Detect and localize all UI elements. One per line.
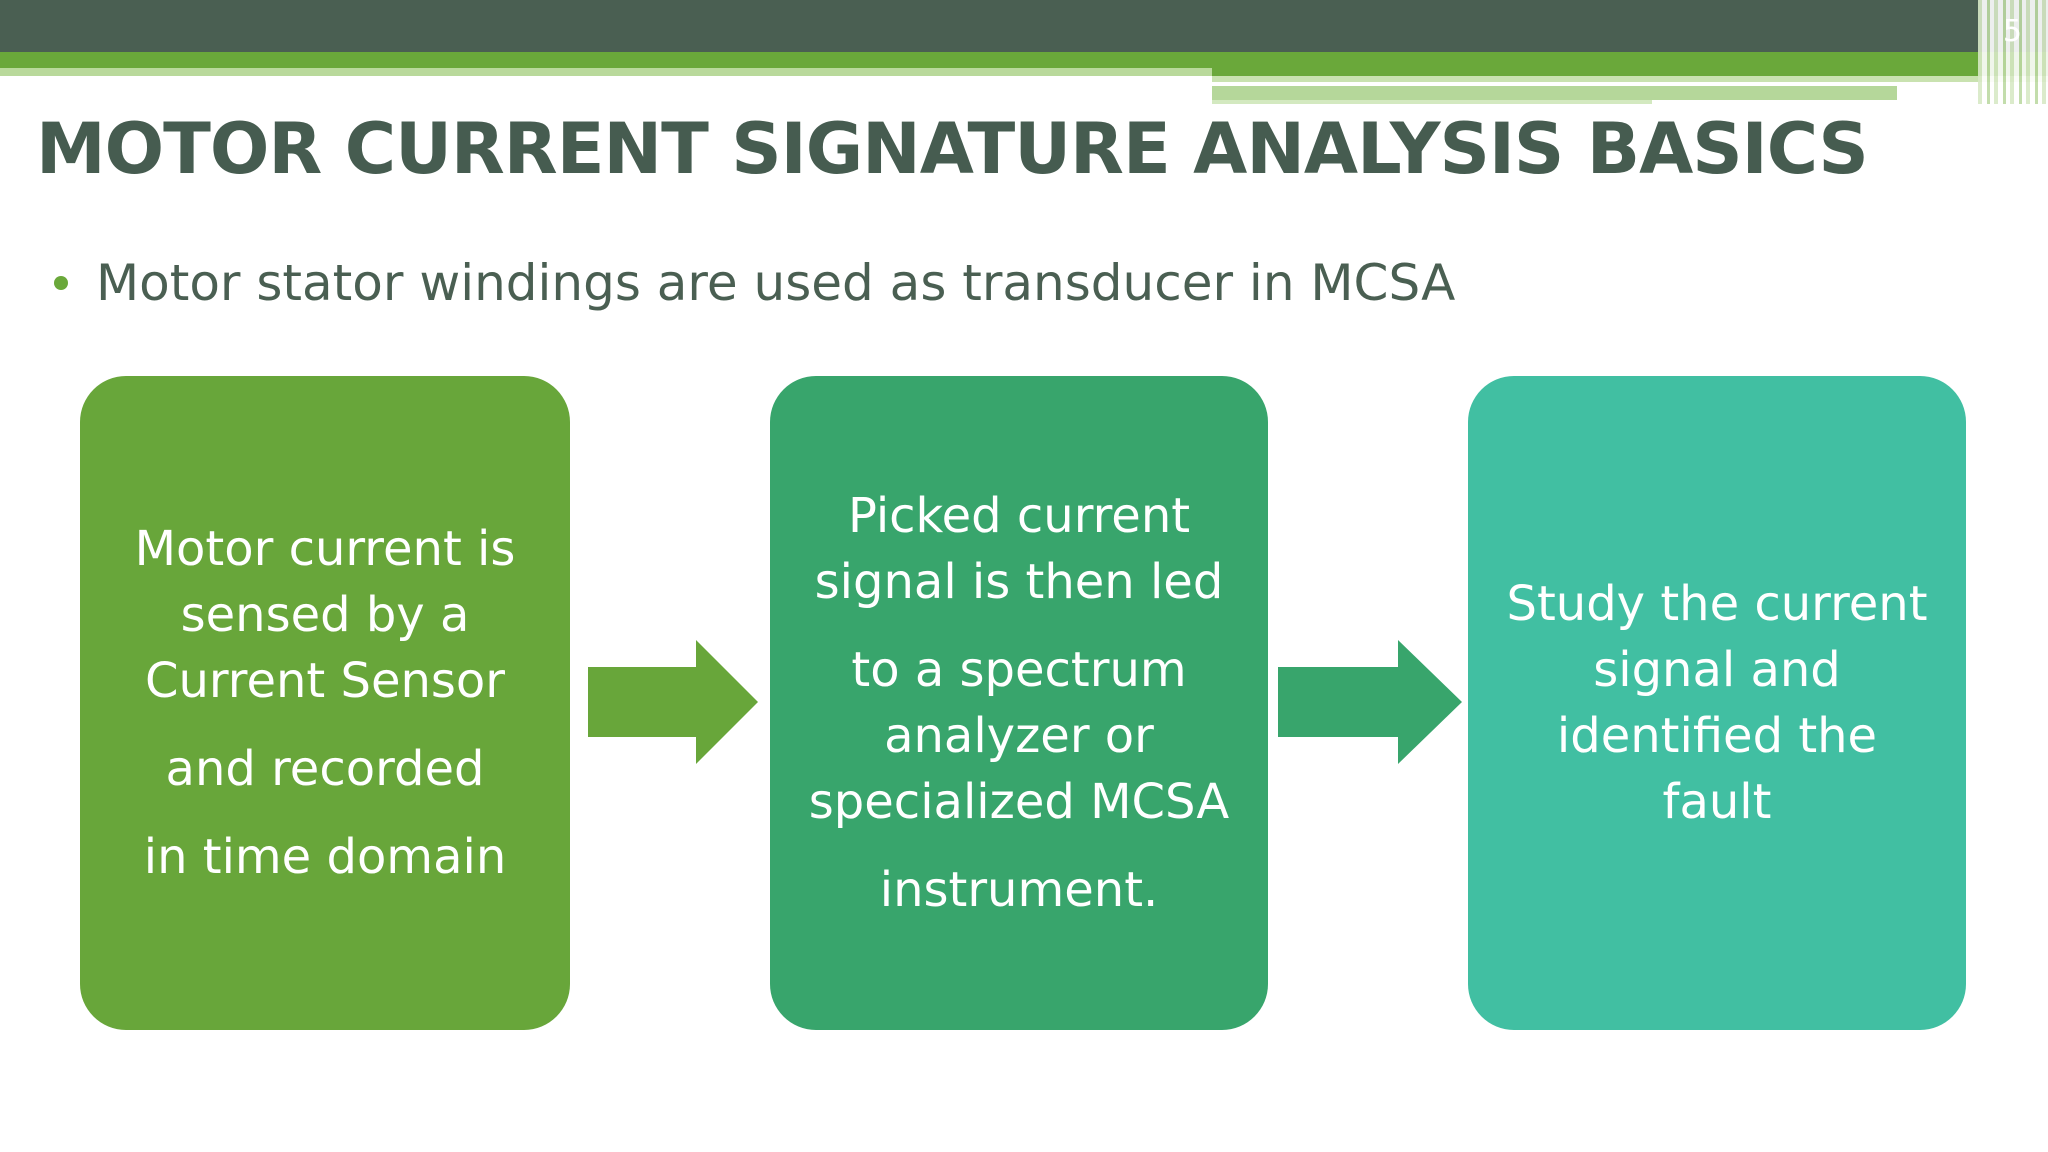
header-accent-line xyxy=(1212,76,2048,82)
step-3-line: identified the xyxy=(1556,708,1878,764)
step-2-line: analyzer or xyxy=(884,708,1154,764)
step-box-3: Study the current signal and identified … xyxy=(1468,376,1966,1030)
step-1-line: Motor current is xyxy=(134,521,516,577)
step-2-line: signal is then led xyxy=(814,554,1224,610)
step-1-line: and recorded xyxy=(165,741,485,797)
bullet-text: Motor stator windings are used as transd… xyxy=(96,254,1456,312)
step-2-line: specialized MCSA xyxy=(808,774,1230,830)
step-1-line: Current Sensor xyxy=(144,653,506,709)
step-3-line: fault xyxy=(1662,774,1772,830)
header-accent-strip xyxy=(0,68,1212,76)
step-2-line: Picked current xyxy=(847,488,1191,544)
header-edge-decoration xyxy=(1978,0,2048,104)
step-2-line: to a spectrum xyxy=(851,642,1187,698)
flow-arrow-icon xyxy=(1278,640,1462,764)
bullet-item: Motor stator windings are used as transd… xyxy=(54,254,1455,312)
header-accent-line xyxy=(1212,100,1652,104)
slide-title: MOTOR CURRENT SIGNATURE ANALYSIS BASICS xyxy=(36,108,1869,190)
step-2-line: instrument. xyxy=(879,862,1159,918)
step-1-line: in time domain xyxy=(143,829,507,885)
bullet-dot-icon xyxy=(54,275,68,290)
flow-arrow-icon xyxy=(588,640,758,764)
step-3-line: Study the current xyxy=(1506,576,1928,632)
slide-number: 5 xyxy=(2002,14,2022,49)
step-box-2: Picked current signal is then led to a s… xyxy=(770,376,1268,1030)
header-bar xyxy=(0,0,2048,52)
step-3-line: signal and xyxy=(1593,642,1841,698)
step-1-line: sensed by a xyxy=(180,587,470,643)
step-box-1: Motor current is sensed by a Current Sen… xyxy=(80,376,570,1030)
header-accent-line xyxy=(1212,86,1897,100)
